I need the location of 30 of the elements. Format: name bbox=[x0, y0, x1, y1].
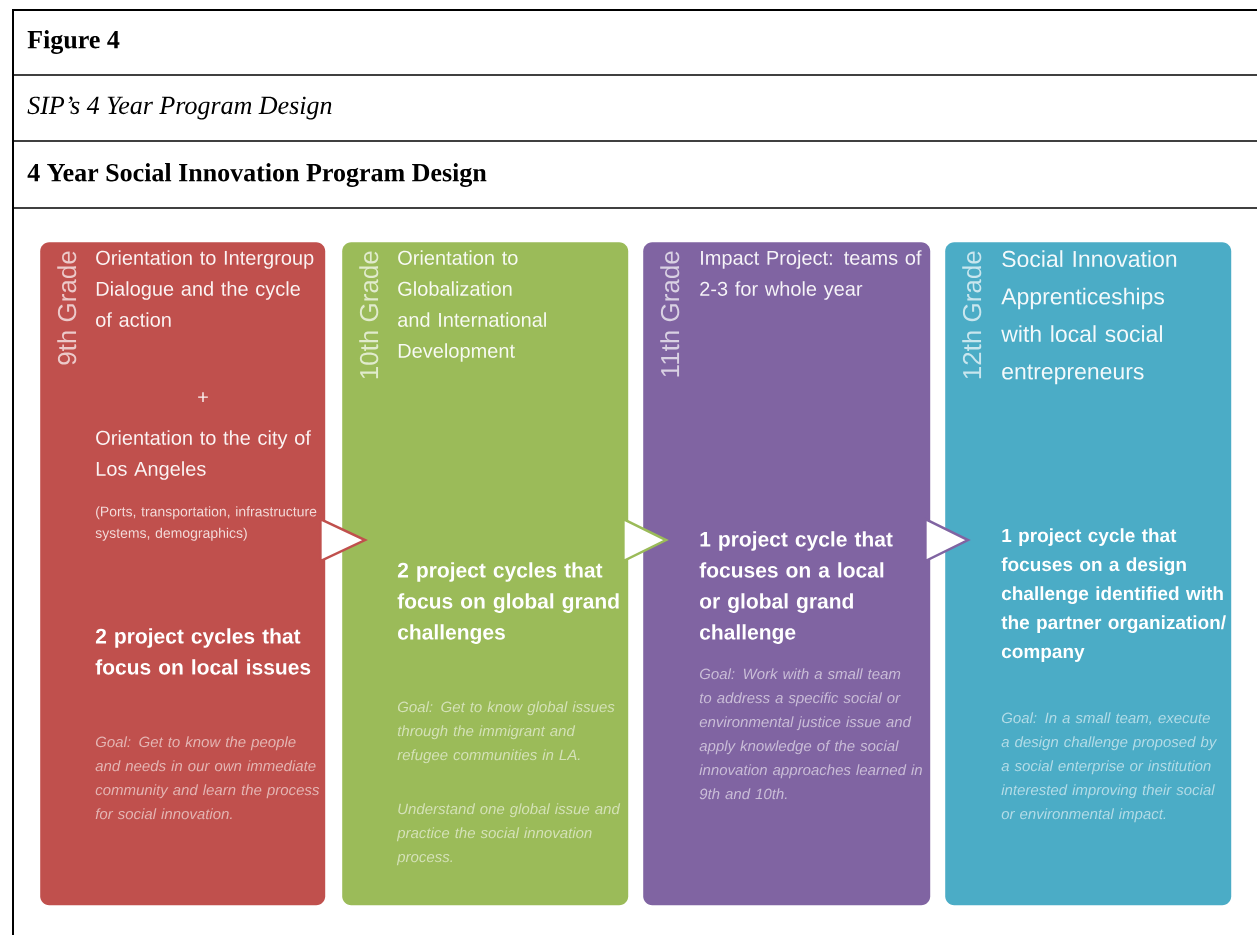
chevron-arrow bbox=[924, 517, 971, 563]
note-text: (Ports, transportation, infrastructure systems, demographics) bbox=[95, 506, 317, 541]
panel-text: Social Innovation Apprenticeships with local social entrepreneurs bbox=[1001, 250, 1177, 385]
panel-heading: 2 project cycles that focus on global grand challenges bbox=[397, 562, 619, 644]
grade-label: 10th Grade bbox=[359, 251, 379, 379]
goal-text: Goal: Work with a small team to address a specific social or environmental justice issue and apply knowledge of the social innovation approaches learned in 9th and 10th. bbox=[699, 668, 922, 800]
table-heading: 4 Year Social Innovation Program Design bbox=[27, 163, 487, 187]
goal-text: Goal: In a small team, execute a design challenge proposed by a social enterprise or institution interested improving their social or environmental impact. bbox=[1001, 712, 1218, 823]
figure-number: Figure 4 bbox=[27, 30, 120, 54]
panel-text: Orientation to Globalization and International Development bbox=[398, 250, 546, 362]
grade-panel bbox=[643, 242, 931, 906]
goal-text: Goal: Get to know the people and needs in our own immediate community and learn the process for social innovation. bbox=[95, 736, 320, 820]
panel-heading: 1 project cycle that focuses on a local or global grand challenge bbox=[699, 531, 893, 644]
panel-text: Orientation to the city of Los Angeles bbox=[96, 430, 311, 480]
plus-sign: + bbox=[198, 392, 208, 402]
chevron-arrow bbox=[319, 517, 368, 563]
grade-label: 12th Grade bbox=[962, 251, 982, 379]
panel-heading: 2 project cycles that focus on local issues bbox=[95, 628, 311, 675]
figure-title: SIP’s 4 Year Program Design bbox=[27, 96, 332, 120]
goal-text: Understand one global issue and practice the social innovation process. bbox=[396, 803, 621, 866]
chevron-arrow bbox=[622, 517, 669, 563]
grade-panel bbox=[945, 242, 1232, 906]
panel-text: Impact Project: teams of 2-3 for whole year bbox=[700, 250, 922, 300]
panel-text: Orientation to Intergroup Dialogue and the cycle of action bbox=[96, 250, 314, 327]
goal-text: Goal: Get to know global issues through the immigrant and refugee communities in LA. bbox=[397, 701, 615, 764]
grade-label: 11th Grade bbox=[660, 251, 680, 377]
grade-label: 9th Grade bbox=[57, 251, 77, 365]
grade-panel bbox=[40, 242, 326, 906]
panel-heading: 1 project cycle that focuses on a design challenge identified with the partner organization/ company bbox=[1001, 528, 1226, 662]
grade-panel bbox=[342, 242, 629, 906]
